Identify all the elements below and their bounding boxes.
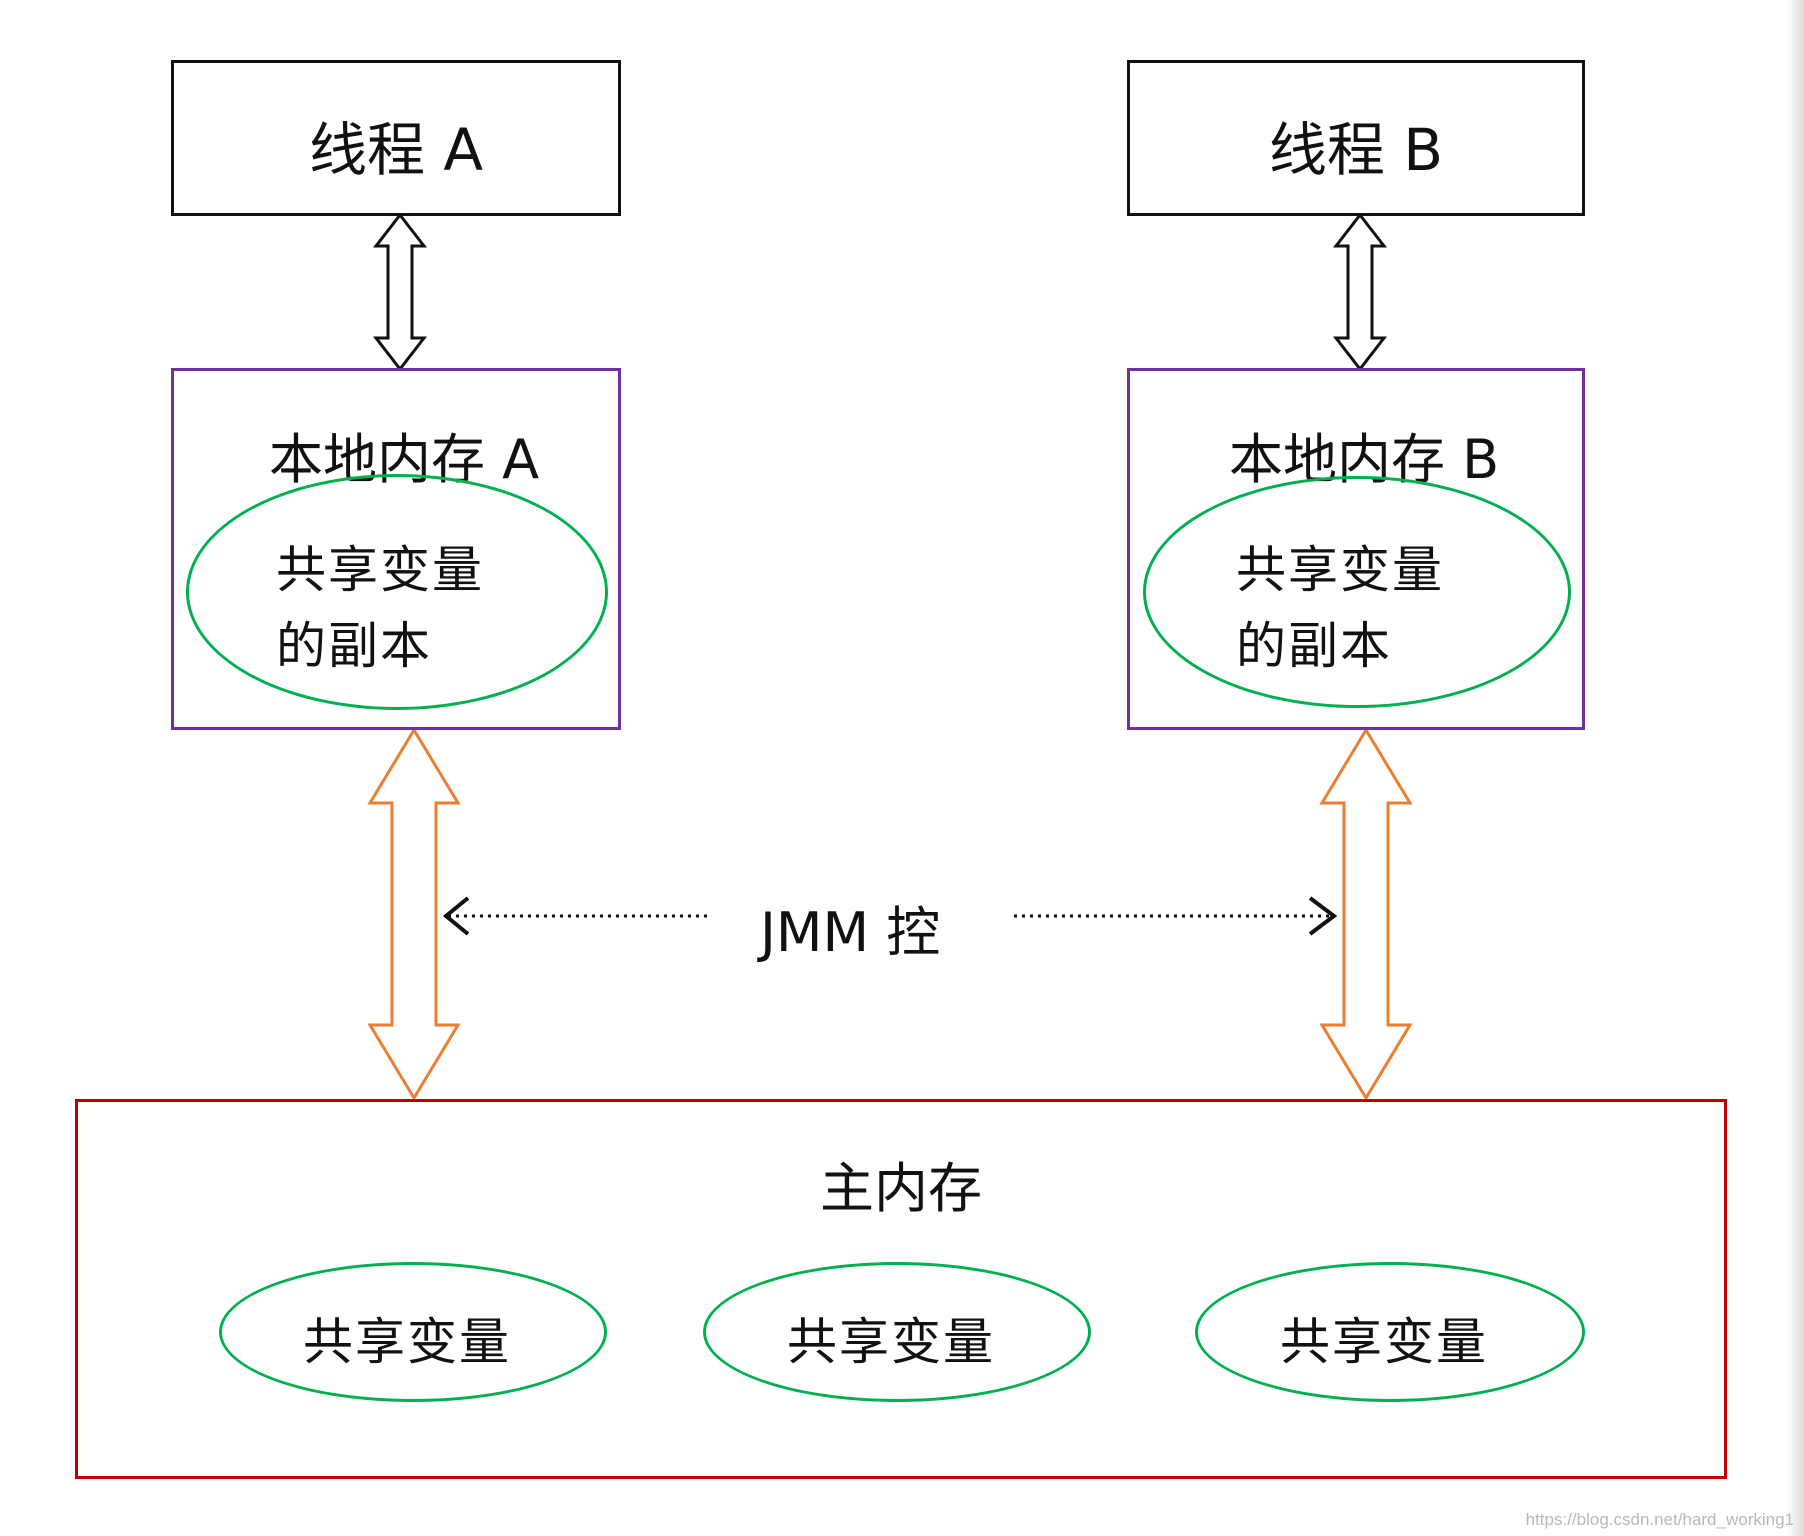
jmm-left-arrowhead — [442, 896, 470, 936]
watermark-text: https://blog.csdn.net/hard_working1 — [1525, 1510, 1794, 1529]
thread-b-box: 线程 B — [1127, 60, 1585, 216]
thread-a-label: 线程 A — [308, 116, 484, 184]
local-b-main-arrow — [1319, 727, 1413, 1101]
local-a-copy-line2: 的副本 — [276, 617, 432, 675]
main-shared-variable-3: 共享变量 — [1280, 1313, 1488, 1371]
local-b-variable-copy-ellipse — [1143, 476, 1571, 708]
main-memory-box: 主内存 — [75, 1099, 1727, 1479]
right-edge-shade — [1786, 0, 1804, 1536]
jmm-right-arrowhead — [1308, 896, 1338, 936]
main-memory-title: 主内存 — [820, 1157, 982, 1220]
jmm-control-label: JMM 控 — [760, 901, 941, 964]
main-shared-variable-2: 共享变量 — [787, 1313, 995, 1371]
thread-a-local-a-arrow — [372, 212, 428, 372]
local-memory-a-box: 本地内存 A — [171, 368, 621, 730]
local-b-copy-line2: 的副本 — [1236, 617, 1392, 675]
local-a-variable-copy-ellipse — [186, 474, 608, 710]
local-a-main-arrow — [367, 727, 461, 1101]
thread-a-box: 线程 A — [171, 60, 621, 216]
local-a-copy-line1: 共享变量 — [276, 541, 484, 599]
main-shared-variable-ellipse-1 — [219, 1262, 607, 1402]
thread-b-local-b-arrow — [1332, 212, 1388, 372]
main-shared-variable-1: 共享变量 — [303, 1313, 511, 1371]
main-shared-variable-ellipse-3 — [1195, 1262, 1585, 1402]
main-shared-variable-ellipse-2 — [703, 1262, 1091, 1402]
local-b-copy-line1: 共享变量 — [1236, 541, 1444, 599]
thread-b-label: 线程 B — [1268, 116, 1444, 184]
